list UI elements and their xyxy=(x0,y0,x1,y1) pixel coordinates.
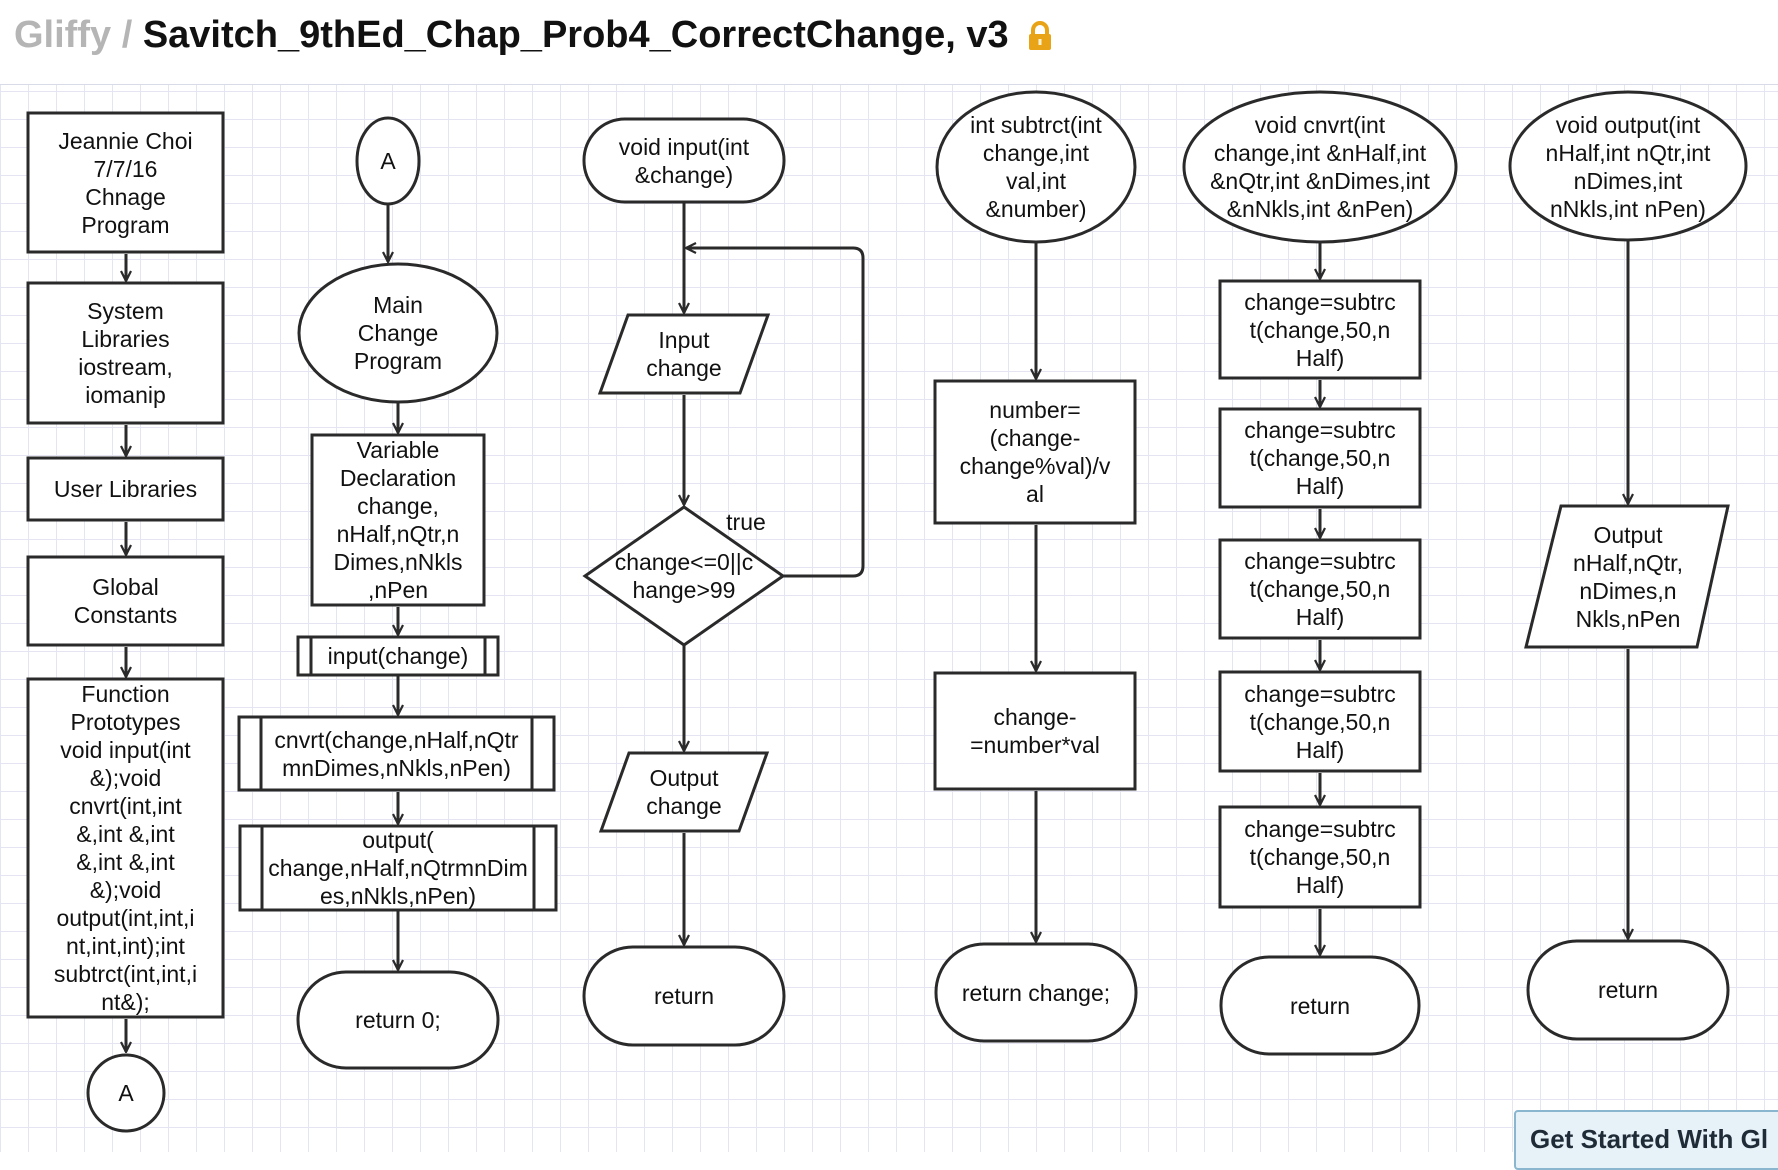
function-prototypes-box[interactable] xyxy=(26,677,225,1019)
output-call-box[interactable] xyxy=(238,824,558,912)
brand-link[interactable]: Gliffy xyxy=(14,14,112,56)
change-calc-box[interactable] xyxy=(933,671,1137,791)
validation-decision[interactable] xyxy=(582,505,786,647)
output-values-parallelogram[interactable] xyxy=(1524,504,1730,649)
cnvrt-step-box-5[interactable] xyxy=(1218,805,1422,909)
output-start-terminator[interactable] xyxy=(1508,90,1748,242)
input-end-terminator[interactable] xyxy=(582,945,786,1047)
variable-declaration-box[interactable] xyxy=(310,433,486,607)
subtrct-end-terminator[interactable] xyxy=(934,942,1138,1043)
get-started-button[interactable]: Get Started With Gl xyxy=(1514,1110,1778,1170)
breadcrumb: Gliffy / Savitch_9thEd_Chap_Prob4_Correc… xyxy=(14,12,1053,62)
cnvrt-end-terminator[interactable] xyxy=(1219,955,1421,1056)
cnvrt-step-box-2[interactable] xyxy=(1218,407,1422,509)
diagram-canvas[interactable]: Jeannie Choi 7/7/16 Chnage Program Syste… xyxy=(0,85,1778,1152)
connector-a-bottom[interactable] xyxy=(86,1053,166,1133)
cnvrt-step-box-4[interactable] xyxy=(1218,670,1422,773)
subtrct-start-terminator[interactable] xyxy=(935,90,1137,244)
document-title[interactable]: Savitch_9thEd_Chap_Prob4_CorrectChange, … xyxy=(142,14,1009,56)
connector-a-top[interactable] xyxy=(355,116,421,206)
global-constants-box[interactable] xyxy=(26,555,225,647)
main-start-terminator[interactable] xyxy=(297,262,499,404)
flowchart xyxy=(26,90,1748,1133)
user-libraries-box[interactable] xyxy=(26,456,225,522)
header-bar: Gliffy / Savitch_9thEd_Chap_Prob4_Correc… xyxy=(0,0,1778,85)
cnvrt-step-box-3[interactable] xyxy=(1218,538,1422,640)
main-end-terminator[interactable] xyxy=(296,970,500,1070)
output-end-terminator[interactable] xyxy=(1526,939,1730,1041)
lock-icon[interactable] xyxy=(1027,16,1053,62)
input-start-terminator[interactable] xyxy=(582,117,786,204)
cnvrt-start-terminator[interactable] xyxy=(1182,90,1458,244)
input-change-parallelogram[interactable] xyxy=(597,313,771,395)
cnvrt-call-box[interactable] xyxy=(237,715,556,792)
breadcrumb-separator: / xyxy=(121,14,133,56)
cnvrt-step-box-1[interactable] xyxy=(1218,279,1422,380)
input-call-box[interactable] xyxy=(296,635,500,677)
header-box[interactable] xyxy=(26,111,225,254)
output-change-parallelogram[interactable] xyxy=(598,751,770,833)
system-libraries-box[interactable] xyxy=(26,281,225,425)
connector-arrows xyxy=(126,202,1628,1052)
number-calc-box[interactable] xyxy=(933,379,1137,525)
